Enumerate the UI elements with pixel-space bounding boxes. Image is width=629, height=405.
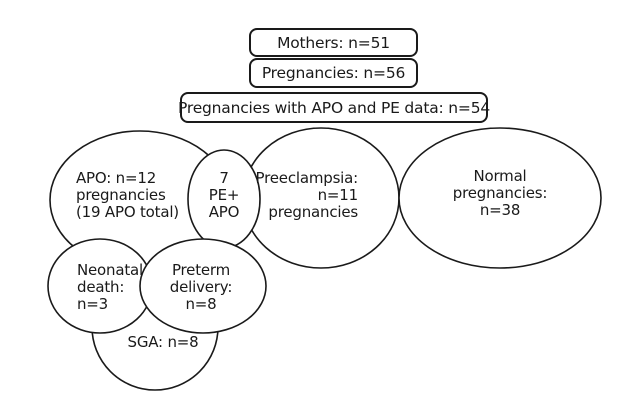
pregnancies-box: Pregnancies: n=56 (249, 58, 418, 88)
normal-label-line-2: pregnancies: (452, 184, 548, 202)
pe-apo-label-line-2: PE+ (208, 186, 240, 204)
preterm-delivery-circle (139, 238, 267, 334)
apo-label-line-2: pregnancies (76, 186, 166, 204)
pe-apo-overlap-label: 7 PE+ APO (184, 170, 264, 221)
pe-apo-label-line-1: 7 (219, 169, 229, 187)
mothers-box-label: Mothers: n=51 (277, 33, 390, 52)
preeclampsia-ellipse-label: Preeclampsia: n=11 pregnancies (236, 169, 359, 221)
preeclampsia-label-line-1: Preeclampsia: (255, 169, 359, 187)
neonatal-label-line-3: n=3 (77, 295, 109, 313)
neonatal-death-label: Neonatal death: n=3 (77, 262, 143, 313)
neonatal-label-line-1: Neonatal (77, 261, 143, 279)
preterm-label-line-3: n=8 (185, 295, 217, 313)
normal-label-line-1: Normal (473, 167, 527, 185)
apo-pe-data-box-label: Pregnancies with APO and PE data: n=54 (177, 98, 491, 117)
apo-label-line-1: APO: n=12 (76, 169, 157, 187)
normal-pregnancies-ellipse (398, 127, 602, 269)
mothers-box: Mothers: n=51 (249, 28, 418, 57)
apo-label-line-3: (19 APO total) (76, 203, 179, 221)
sga-label: SGA: n=8 (103, 334, 223, 351)
normal-label-line-3: n=38 (479, 201, 521, 219)
preeclampsia-label-line-3: pregnancies (268, 203, 358, 221)
preterm-label-line-1: Preterm (171, 261, 231, 279)
pregnancies-box-label: Pregnancies: n=56 (261, 64, 406, 82)
preterm-label-line-2: delivery: (169, 278, 233, 296)
normal-pregnancies-label: Normal pregnancies: n=38 (430, 168, 570, 219)
neonatal-label-line-2: death: (77, 278, 125, 296)
preterm-delivery-label: Preterm delivery: n=8 (151, 262, 251, 313)
preeclampsia-label-line-2: n=11 (317, 186, 359, 204)
apo-pe-data-box: Pregnancies with APO and PE data: n=54 (177, 92, 491, 123)
apo-ellipse-label: APO: n=12 pregnancies (19 APO total) (76, 170, 179, 221)
sga-label-text: SGA: n=8 (127, 333, 199, 351)
pe-apo-label-line-3: APO (208, 203, 240, 221)
